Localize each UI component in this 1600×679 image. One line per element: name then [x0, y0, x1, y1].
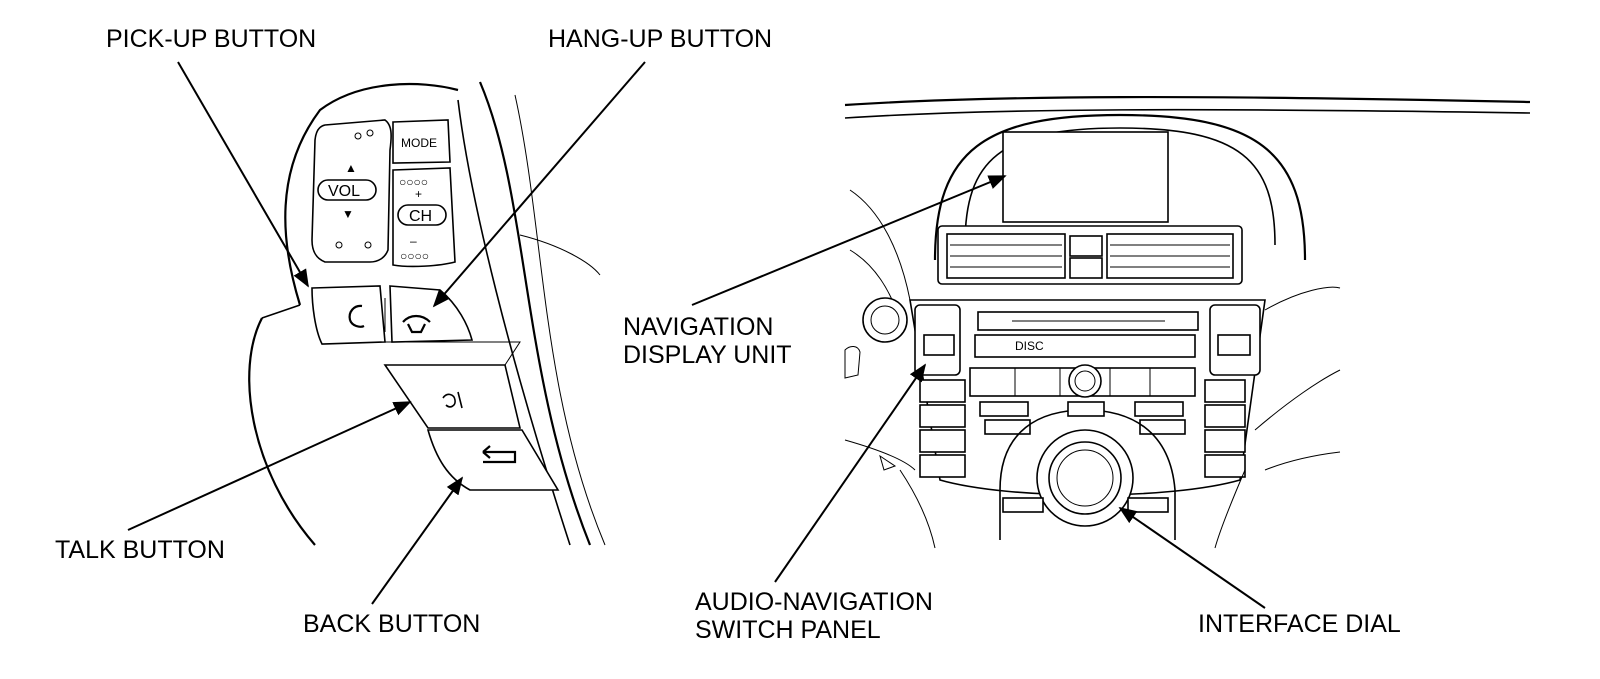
function-button[interactable] — [1139, 419, 1186, 435]
wheel-rim-edge — [514, 94, 606, 546]
pad-dot — [354, 132, 362, 140]
audio-panel-leader — [774, 363, 927, 583]
left-round-vent — [862, 297, 908, 343]
back-leader — [371, 476, 464, 605]
right-side-button[interactable] — [1204, 429, 1246, 453]
left-side-button[interactable] — [919, 404, 966, 428]
spoke-joint — [261, 304, 301, 319]
volume-knob[interactable] — [1068, 364, 1102, 398]
talk-icon — [442, 391, 463, 409]
function-button[interactable] — [979, 401, 1029, 417]
ch-dots-top: ○○○○ — [399, 175, 428, 189]
dial-side-button[interactable] — [1127, 497, 1169, 513]
left-side-button[interactable] — [919, 454, 966, 478]
volume-knob-inner — [1074, 370, 1096, 392]
right-side-button[interactable] — [1204, 379, 1246, 403]
vol-up-arrow: ▲ — [345, 161, 357, 175]
steering-wheel-illustration: ▲ VOL ▼ MODE ○○○○ + CH – ○○○○ — [248, 81, 606, 546]
nav-display-label-line2: DISPLAY UNIT — [623, 341, 792, 369]
display-hood-inner — [964, 127, 1276, 246]
pad-dot — [364, 241, 372, 249]
interface-dial[interactable] — [1048, 441, 1122, 515]
ch-rocker[interactable] — [397, 204, 447, 226]
hangup-leader — [432, 61, 646, 308]
talk-button-label: TALK BUTTON — [55, 536, 225, 564]
center-console-illustration: DISC — [844, 95, 1531, 549]
interface-dial-label: INTERFACE DIAL — [1198, 610, 1401, 638]
hazard-button[interactable] — [1069, 235, 1103, 257]
mode-button[interactable] — [392, 119, 451, 164]
audio-panel-label-line2: SWITCH PANEL — [695, 616, 881, 644]
mode-label: MODE — [401, 136, 437, 150]
left-side-button[interactable] — [923, 334, 955, 356]
back-button-label: BACK BUTTON — [303, 610, 480, 638]
console-side-line — [899, 469, 936, 549]
pad-dot — [335, 241, 343, 249]
dial-side-button[interactable] — [1002, 497, 1044, 513]
vol-down-arrow: ▼ — [342, 207, 354, 221]
right-dash-line — [1254, 369, 1341, 431]
right-dash-line — [1264, 451, 1341, 471]
pickup-button[interactable] — [311, 285, 386, 345]
vol-rocker[interactable] — [317, 179, 377, 201]
function-button[interactable] — [984, 419, 1031, 435]
ch-plus: + — [415, 187, 422, 201]
talk-leader — [127, 401, 412, 531]
right-side-button[interactable] — [1204, 454, 1246, 478]
hangup-icon — [402, 314, 431, 334]
ch-minus: – — [410, 234, 417, 248]
left-side-button[interactable] — [919, 429, 966, 453]
console-side-line — [1214, 469, 1246, 549]
vol-label: VOL — [328, 183, 360, 200]
wheel-rim-outer — [478, 81, 592, 546]
cluster-edge — [849, 189, 911, 301]
audio-panel-label-line1: AUDIO-NAVIGATION — [695, 588, 933, 616]
left-side-button[interactable] — [919, 379, 966, 403]
right-dash-line — [1264, 286, 1341, 311]
right-side-button[interactable] — [1204, 404, 1246, 428]
left-dash-marker — [879, 454, 897, 471]
back-button[interactable] — [426, 429, 560, 491]
display-strip-label: DISC — [1015, 339, 1044, 353]
left-dash-line — [844, 439, 916, 471]
spoke-top-contour — [284, 82, 459, 306]
spoke-lower-contour — [248, 317, 316, 546]
display-hood — [933, 113, 1307, 261]
left-dash-detail — [844, 346, 861, 379]
callout-labels: PICK-UP BUTTON HANG-UP BUTTON TALK BUTTO… — [55, 25, 1401, 644]
pickup-leader — [177, 61, 309, 288]
pickup-button-label: PICK-UP BUTTON — [106, 25, 316, 53]
pickup-icon — [348, 304, 365, 328]
nav-display-leader — [691, 175, 1007, 306]
left-round-vent-inner — [870, 305, 900, 335]
back-icon — [482, 445, 517, 464]
leader-lines — [127, 61, 1266, 609]
right-side-button[interactable] — [1217, 334, 1251, 356]
talk-upper-edge — [378, 341, 521, 366]
pad-dot — [366, 129, 374, 137]
nav-display-label-line1: NAVIGATION — [623, 313, 773, 341]
dash-top-line-2 — [844, 108, 1531, 119]
hangup-button-label: HANG-UP BUTTON — [548, 25, 772, 53]
dial-top-button[interactable] — [1067, 401, 1105, 417]
interface-dial-inner — [1056, 449, 1114, 507]
navigation-display-screen — [1002, 131, 1169, 223]
dial-leader — [1118, 506, 1266, 609]
hangup-button[interactable] — [389, 285, 474, 343]
function-button[interactable] — [1134, 401, 1184, 417]
ch-label: CH — [409, 208, 432, 225]
wheel-spoke-line — [519, 234, 601, 276]
display-strip — [974, 334, 1196, 358]
dash-top-line — [844, 95, 1531, 107]
ch-dots-bottom: ○○○○ — [400, 249, 429, 263]
center-vent-control — [1069, 257, 1103, 279]
